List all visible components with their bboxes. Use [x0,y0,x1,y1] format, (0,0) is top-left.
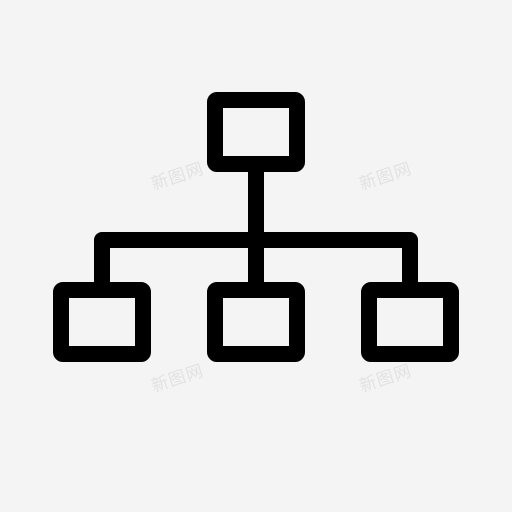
middle-node [207,282,305,362]
left-node [53,282,151,362]
branch-connector [94,232,418,298]
right-node [361,282,459,362]
top-node [207,92,305,172]
